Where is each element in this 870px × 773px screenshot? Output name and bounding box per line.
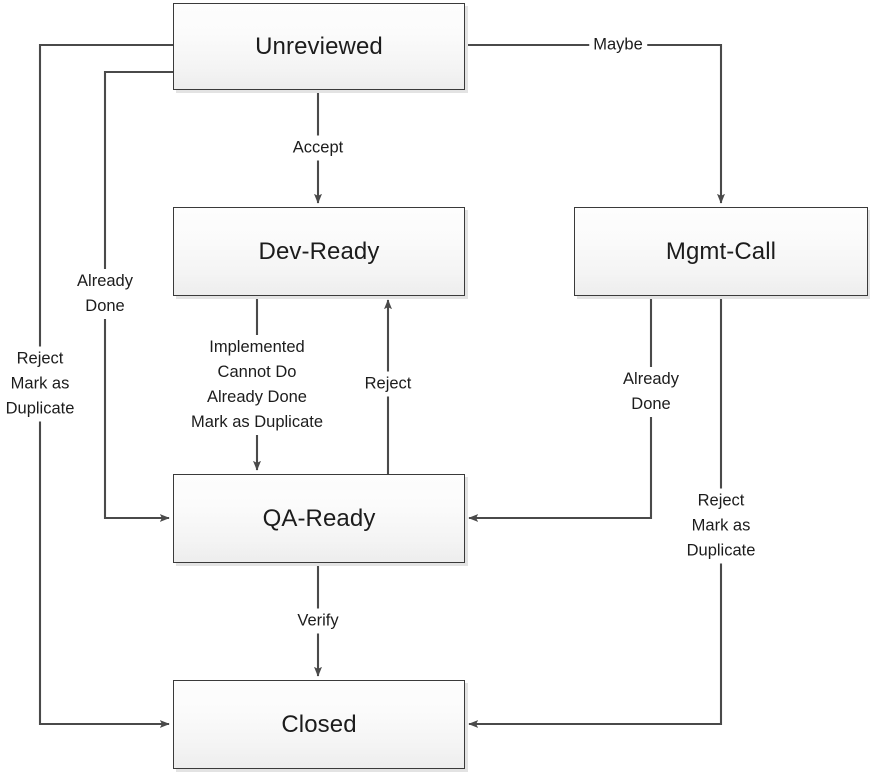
state-label-mgmt-call: Mgmt-Call (665, 237, 777, 265)
edge-mgmtcall-closed (468, 296, 723, 728)
edge-unreviewed-qaready (103, 70, 173, 522)
state-label-qa-ready: QA-Ready (262, 504, 376, 532)
edge-unreviewed-closed (38, 43, 173, 728)
edge-maybe (465, 43, 725, 204)
edge-mgmtcall-qaready (468, 296, 653, 522)
state-node-qa-ready[interactable]: QA-Ready (173, 474, 465, 563)
state-label-unreviewed: Unreviewed (255, 32, 383, 60)
state-node-mgmt-call[interactable]: Mgmt-Call (574, 207, 868, 296)
state-label-dev-ready: Dev-Ready (258, 237, 380, 265)
state-node-unreviewed[interactable]: Unreviewed (173, 3, 465, 90)
state-label-closed: Closed (281, 710, 357, 738)
state-node-dev-ready[interactable]: Dev-Ready (173, 207, 465, 296)
state-node-closed[interactable]: Closed (173, 680, 465, 769)
